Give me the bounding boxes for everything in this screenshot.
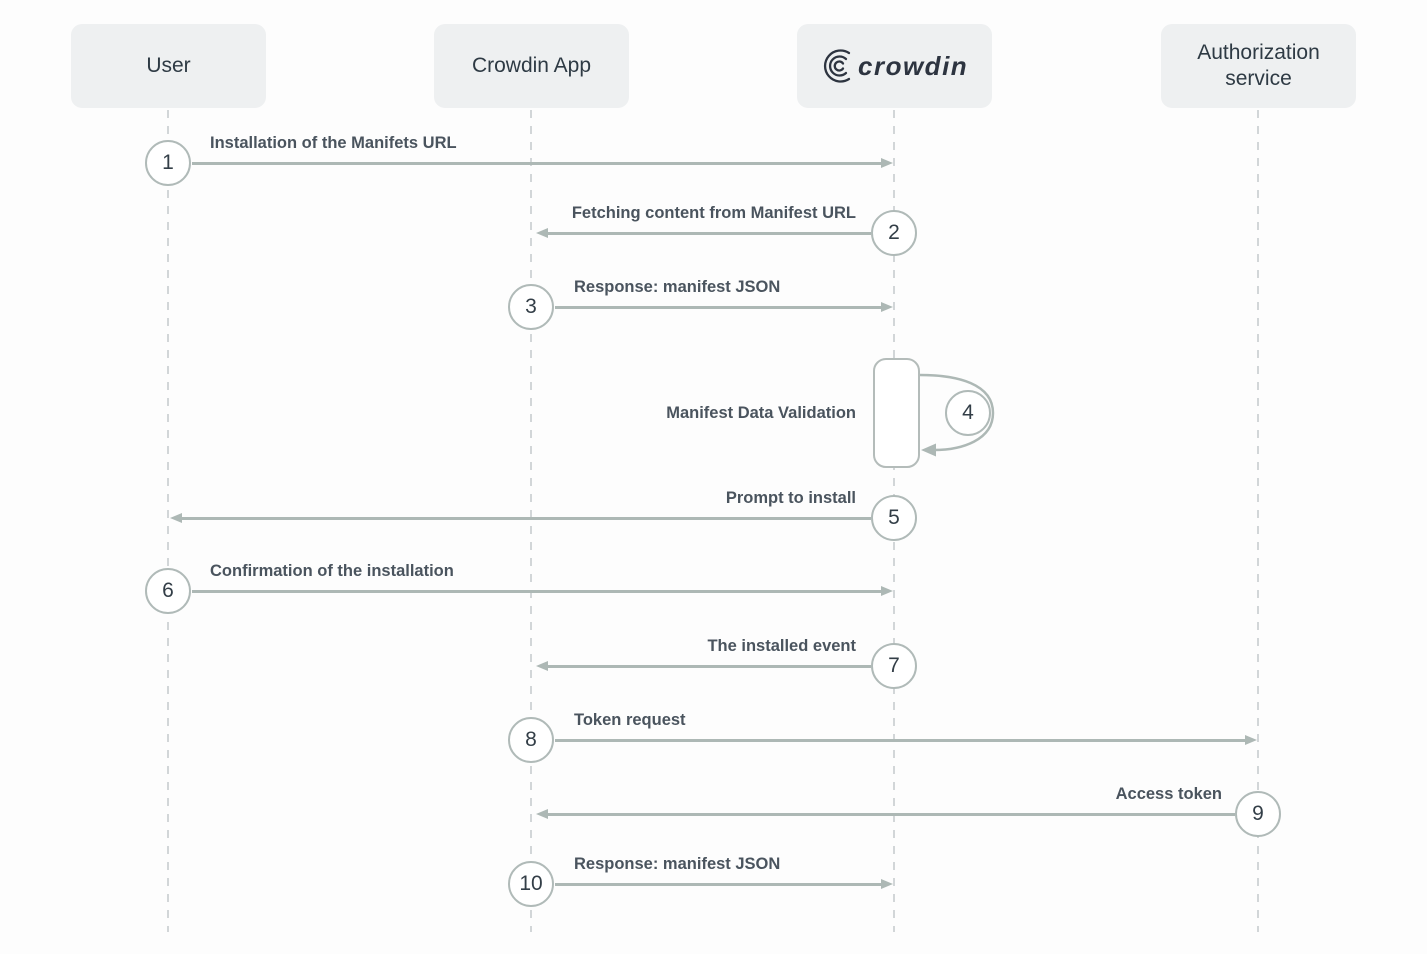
message-8-arrowhead-icon <box>1245 735 1257 745</box>
crowdin-logo-wordmark: crowdin <box>858 51 968 81</box>
message-5-arrow-line <box>182 517 871 520</box>
lifeline-crowdin-app <box>530 110 532 932</box>
message-7-step-number: 7 <box>888 654 900 677</box>
message-8-arrow-line <box>555 739 1245 742</box>
message-9-arrow-line <box>548 813 1235 816</box>
participant-crowdin-app-label: Crowdin App <box>471 53 592 77</box>
message-7-arrow-line <box>548 665 871 668</box>
message-10-arrow-line <box>555 883 881 886</box>
message-10-step-number: 10 <box>519 872 543 895</box>
message-6-arrowhead-icon <box>881 586 893 596</box>
message-4-step-number: 4 <box>962 401 974 424</box>
participant-authorization-service-label: Authorization service <box>1197 40 1320 90</box>
message-7-step-circle: 7 <box>871 643 917 689</box>
participant-user-label: User <box>146 53 191 77</box>
lifeline-user <box>167 110 169 932</box>
message-9-label: Access token <box>1115 785 1222 803</box>
message-5-step-number: 5 <box>888 506 900 529</box>
message-4-label: Manifest Data Validation <box>666 404 856 422</box>
message-2-label: Fetching content from Manifest URL <box>571 204 856 222</box>
message-7-arrowhead-icon <box>536 661 548 671</box>
message-4-self-loop-arrow <box>919 373 995 457</box>
message-1-step-number: 1 <box>162 151 174 174</box>
message-8-label: Token request <box>574 711 686 729</box>
message-2-step-number: 2 <box>888 221 900 244</box>
message-2-arrow-line <box>548 232 871 235</box>
message-9-step-number: 9 <box>1252 802 1264 825</box>
message-9-arrowhead-icon <box>536 809 548 819</box>
message-10-step-circle: 10 <box>508 861 554 907</box>
message-8-step-circle: 8 <box>508 717 554 763</box>
message-8-step-number: 8 <box>525 728 537 751</box>
message-5-step-circle: 5 <box>871 495 917 541</box>
message-9-step-circle: 9 <box>1235 791 1281 837</box>
participant-crowdin-app: Crowdin App <box>434 24 629 108</box>
message-5-label: Prompt to install <box>725 489 856 507</box>
message-4-arrowhead-icon <box>921 443 936 457</box>
message-3-step-circle: 3 <box>508 284 554 330</box>
lifeline-authorization-service <box>1257 110 1259 932</box>
message-3-step-number: 3 <box>525 295 537 318</box>
participant-crowdin: crowdin <box>797 24 992 108</box>
message-1-arrow-line <box>192 162 881 165</box>
crowdin-logo-icon: crowdin <box>823 49 968 83</box>
message-10-arrowhead-icon <box>881 879 893 889</box>
message-6-arrow-line <box>192 590 881 593</box>
message-3-arrow-line <box>555 306 881 309</box>
message-1-label: Installation of the Manifets URL <box>210 134 457 152</box>
participant-user: User <box>71 24 266 108</box>
message-1-arrowhead-icon <box>881 158 893 168</box>
message-3-arrowhead-icon <box>881 302 893 312</box>
message-4-step-circle: 4 <box>945 390 991 436</box>
participant-authorization-service: Authorization service <box>1161 24 1356 108</box>
message-2-arrowhead-icon <box>536 228 548 238</box>
message-4-activation-box <box>873 358 920 468</box>
message-5-arrowhead-icon <box>170 513 182 523</box>
message-7-label: The installed event <box>707 637 856 655</box>
message-10-label: Response: manifest JSON <box>574 855 781 873</box>
message-1-step-circle: 1 <box>145 140 191 186</box>
message-6-label: Confirmation of the installation <box>210 562 454 580</box>
message-3-label: Response: manifest JSON <box>574 278 781 296</box>
message-6-step-number: 6 <box>162 579 174 602</box>
message-2-step-circle: 2 <box>871 210 917 256</box>
message-6-step-circle: 6 <box>145 568 191 614</box>
